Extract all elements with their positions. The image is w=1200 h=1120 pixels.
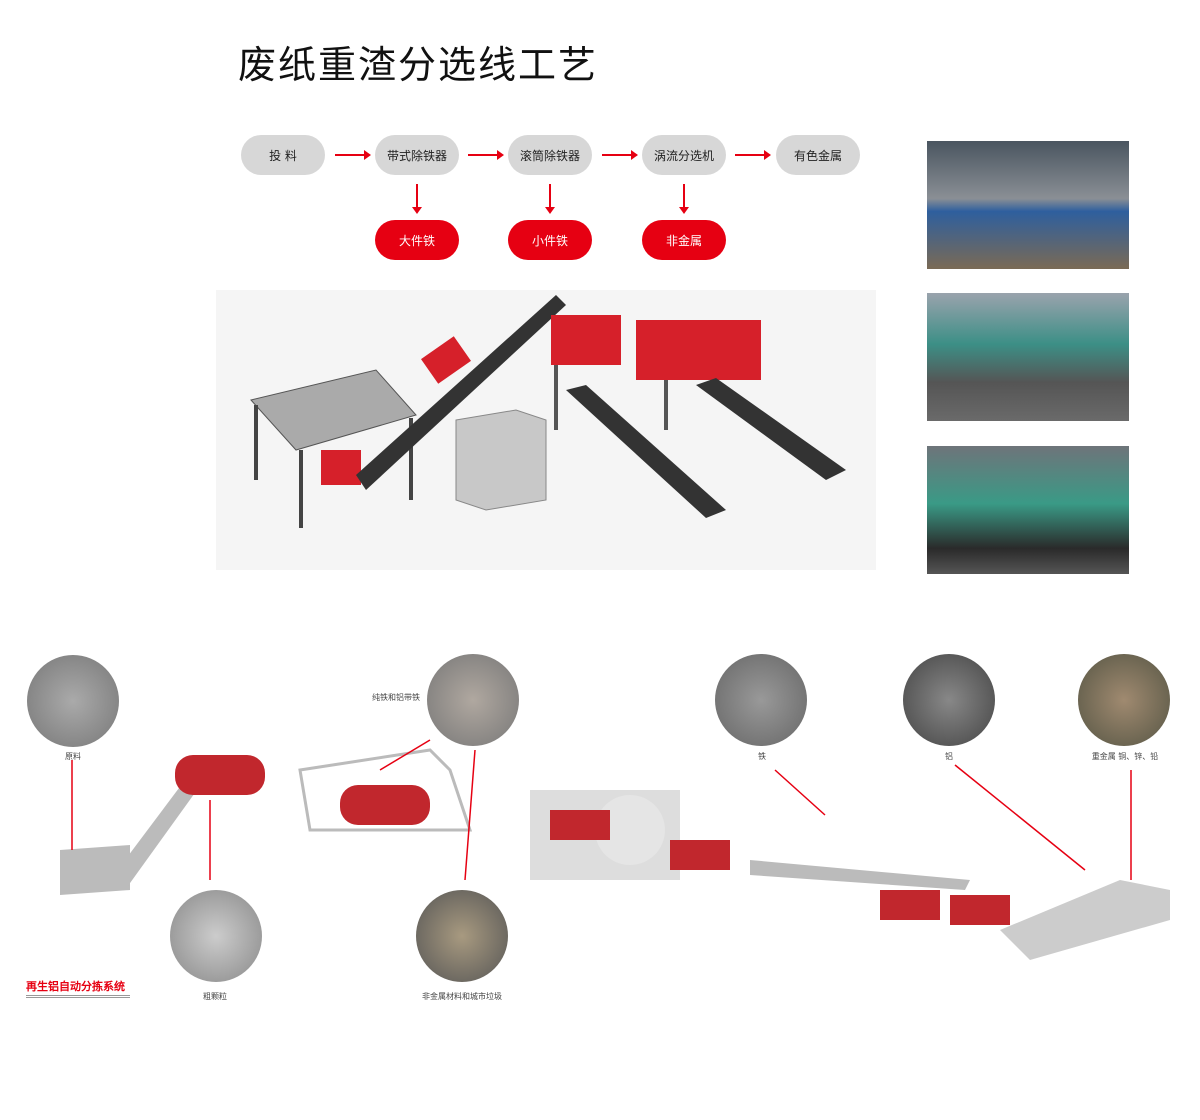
step-belt-iron-remover: 带式除铁器 [375, 135, 459, 175]
material-photo-iron-aluminum [427, 654, 519, 746]
material-photo-iron [715, 654, 807, 746]
arrow-right-icon [602, 150, 638, 160]
material-photo-nonmetal [416, 890, 508, 982]
output-small-iron: 小件铁 [508, 220, 592, 260]
sorting-line-illustration [216, 290, 876, 570]
step-eddy-current: 涡流分选机 [642, 135, 726, 175]
material-label: 铝 [945, 752, 953, 761]
divider [26, 995, 130, 998]
material-label: 粗颗粒 [203, 992, 227, 1001]
arrow-right-icon [735, 150, 771, 160]
aluminum-sorting-system-illustration [60, 739, 1170, 960]
photo-drum-iron-remover [927, 293, 1129, 421]
material-photo-aluminum [903, 654, 995, 746]
photo-belt-iron-remover [927, 141, 1129, 269]
material-label: 原料 [65, 752, 81, 761]
material-label: 非金属材料和城市垃圾 [422, 992, 502, 1001]
output-large-iron: 大件铁 [375, 220, 459, 260]
step-nonferrous: 有色金属 [776, 135, 860, 175]
material-photo-raw [27, 655, 119, 747]
material-photo-heavy-metal [1078, 654, 1170, 746]
material-label: 重金属 铜、锌、铅 [1091, 752, 1159, 761]
photo-overhead-magnet [927, 446, 1129, 574]
material-photo-coarse [170, 890, 262, 982]
page-title: 废纸重渣分选线工艺 [238, 43, 599, 87]
output-nonmetal: 非金属 [642, 220, 726, 260]
arrow-down-icon [545, 184, 555, 214]
arrow-down-icon [679, 184, 689, 214]
material-label: 纯铁和铝带铁 [372, 693, 420, 702]
step-feed: 投 料 [241, 135, 325, 175]
system-title: 再生铝自动分拣系统 [26, 980, 125, 993]
arrow-right-icon [468, 150, 504, 160]
arrow-down-icon [412, 184, 422, 214]
step-drum-iron-remover: 滚筒除铁器 [508, 135, 592, 175]
material-label: 铁 [758, 752, 766, 761]
arrow-right-icon [335, 150, 371, 160]
